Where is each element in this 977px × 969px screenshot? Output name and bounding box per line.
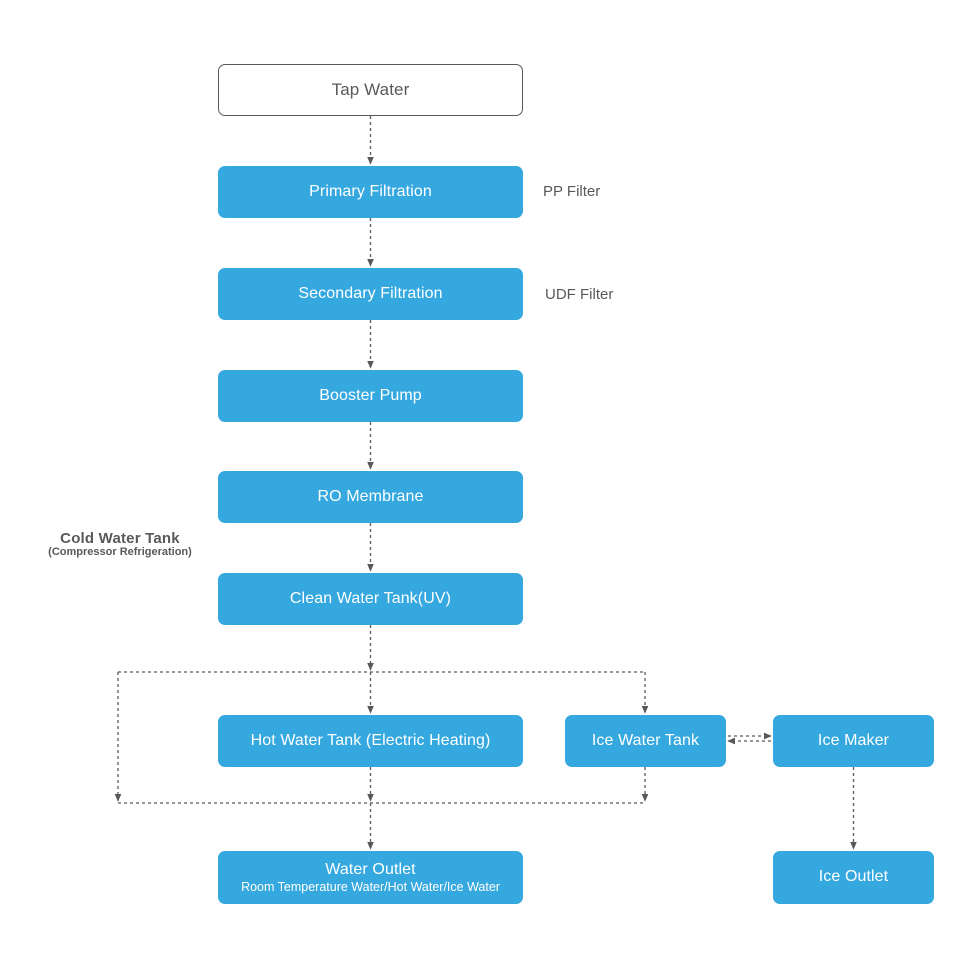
- node-booster-pump-label: Booster Pump: [319, 386, 422, 404]
- node-booster-pump[interactable]: Booster Pump: [218, 370, 523, 422]
- side-label-udf-filter: UDF Filter: [545, 286, 614, 303]
- node-ice-maker-label: Ice Maker: [817, 731, 890, 749]
- node-secondary-filtration-label: Secondary Filtration: [298, 284, 443, 302]
- node-tap-water[interactable]: Tap Water: [218, 64, 523, 116]
- node-primary-filtration[interactable]: Primary Filtration: [218, 166, 523, 218]
- node-secondary-filtration[interactable]: Secondary Filtration: [218, 268, 523, 320]
- node-ice-outlet[interactable]: Ice Outlet: [773, 851, 934, 904]
- annotation-cold-water-tank-subtitle: (Compressor Refrigeration): [48, 546, 192, 558]
- node-hot-water-tank-label: Hot Water Tank (Electric Heating): [250, 731, 491, 749]
- node-clean-water-tank[interactable]: Clean Water Tank(UV): [218, 573, 523, 625]
- annotation-cold-water-tank-title: Cold Water Tank: [60, 530, 180, 547]
- annotation-cold-water-tank: Cold Water Tank (Compressor Refrigeratio…: [22, 530, 218, 558]
- node-ice-maker[interactable]: Ice Maker: [773, 715, 934, 767]
- node-water-outlet-sublabel: Room Temperature Water/Hot Water/Ice Wat…: [241, 880, 500, 894]
- node-primary-filtration-label: Primary Filtration: [309, 182, 432, 200]
- node-water-outlet[interactable]: Water Outlet Room Temperature Water/Hot …: [218, 851, 523, 904]
- node-ice-water-tank[interactable]: Ice Water Tank: [565, 715, 726, 767]
- node-ice-outlet-label: Ice Outlet: [818, 868, 889, 886]
- side-label-pp-filter: PP Filter: [543, 183, 601, 200]
- node-ro-membrane[interactable]: RO Membrane: [218, 471, 523, 523]
- node-ro-membrane-label: RO Membrane: [317, 487, 424, 505]
- node-clean-water-tank-label: Clean Water Tank(UV): [289, 589, 452, 607]
- node-tap-water-label: Tap Water: [331, 80, 410, 100]
- node-water-outlet-label: Water Outlet: [325, 860, 416, 878]
- node-hot-water-tank[interactable]: Hot Water Tank (Electric Heating): [218, 715, 523, 767]
- node-ice-water-tank-label: Ice Water Tank: [591, 731, 700, 749]
